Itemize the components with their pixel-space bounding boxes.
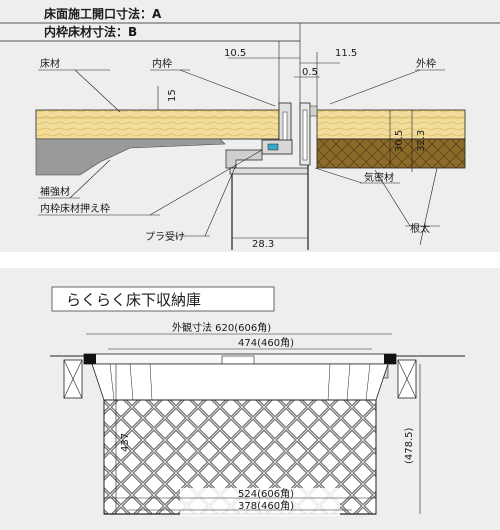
dimension-474: 474(460角) [238, 337, 294, 349]
frame-corner-right [384, 354, 396, 364]
floor-material-right [316, 109, 466, 140]
dimension-11-5: 11.5 [335, 48, 357, 59]
dimension-620: 外観寸法 620(606角) [172, 321, 271, 334]
container-ribs [109, 363, 371, 401]
frame-corner-left [84, 354, 96, 364]
bottom-dims-backdrop [180, 488, 340, 516]
seal-blue [267, 143, 279, 151]
floor-material-left [35, 109, 280, 140]
side-joist-right-cross [397, 359, 417, 399]
label-joist: 根太 [410, 222, 430, 235]
dimension-30-5: 30.5 [394, 130, 405, 152]
box-flange [229, 167, 309, 175]
dimension-10-5: 10.5 [224, 48, 246, 59]
container-upper [91, 363, 389, 401]
label-inner-frame-holder: 内枠床材押え枠 [40, 202, 110, 215]
panel-divider [0, 252, 500, 268]
label-seal: 気密材 [364, 171, 394, 184]
label-floor-material: 床材 [40, 57, 60, 70]
side-joist-left-cross [63, 359, 83, 399]
label-plastic-holder: プラ受け [145, 231, 185, 243]
label-reinforcement: 補強材 [40, 185, 70, 198]
dimension-32-3: 32.3 [416, 130, 427, 152]
heading-inner-frame-dimension: 内枠床材寸法：B [44, 24, 137, 39]
label-outer-frame: 外枠 [416, 57, 436, 70]
dimension-478-5: (478.5) [404, 427, 415, 464]
leader-lines [38, 69, 445, 246]
dimension-437: 437 [120, 433, 131, 452]
title-box [51, 286, 275, 312]
label-inner-frame: 内枠 [152, 57, 172, 70]
bottom-panel: らくらく床下収納庫 外観寸法 620(606角) 474(460角) [0, 268, 500, 530]
lid-handle [221, 355, 255, 365]
dimension-0-5: 0.5 [302, 67, 318, 78]
reinforcement-material [35, 138, 226, 176]
inner-frame-profile [261, 102, 293, 155]
outer-frame-profile [299, 102, 318, 166]
dimension-28-3: 28.3 [252, 239, 274, 250]
top-panel: 床面施工開口寸法：A 内枠床材寸法：B 10.5 11.5 0.5 15 [0, 0, 500, 252]
diagram-title: らくらく床下収納庫 [66, 291, 201, 309]
dimension-378: 378(460角) [238, 500, 294, 512]
heading-opening-dimension: 床面施工開口寸法：A [44, 6, 162, 21]
dimension-524: 524(606角) [238, 488, 294, 500]
dimension-15: 15 [167, 89, 178, 102]
joist [316, 138, 466, 169]
